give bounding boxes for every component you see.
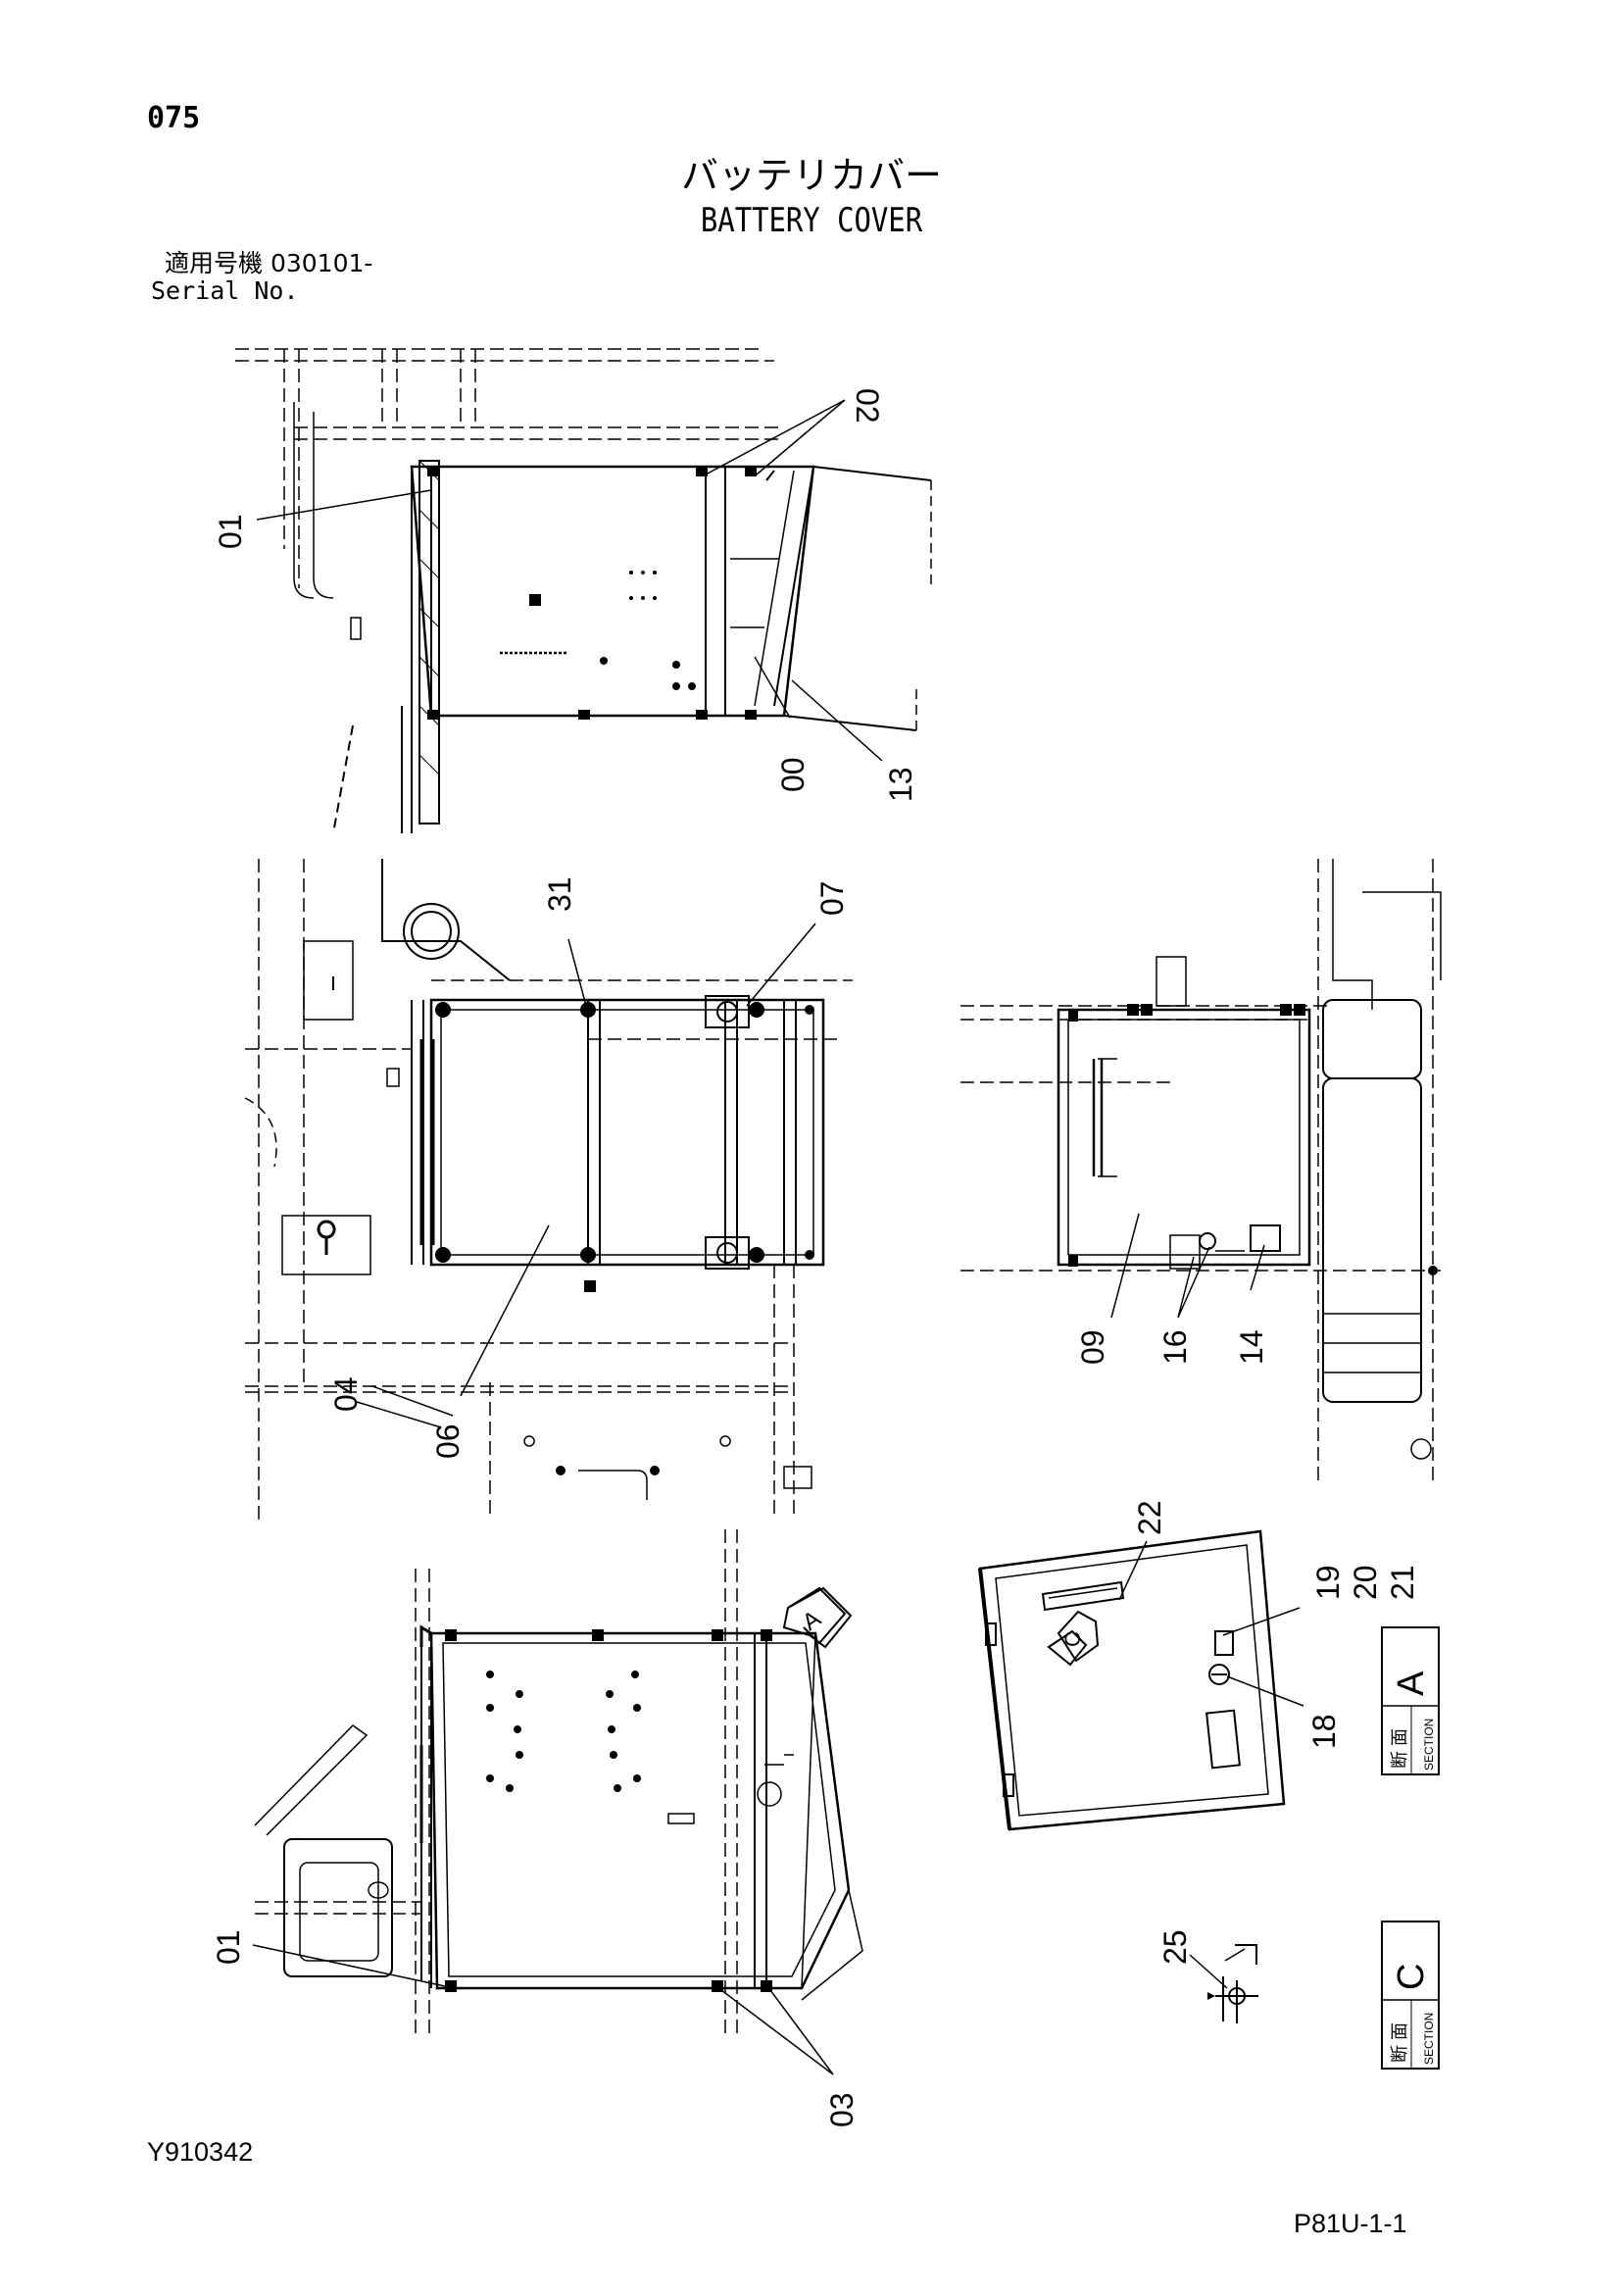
section-box-c-letter: C — [1391, 1964, 1432, 1990]
callout-labels: 02 01 00 13 31 07 06 09 16 14 04 01 03 2… — [211, 388, 1436, 2127]
callout-21: 21 — [1385, 1565, 1420, 1600]
section-arrow-a-label: A — [798, 1606, 826, 1636]
view-top — [235, 348, 932, 834]
callout-06: 06 — [430, 1423, 466, 1459]
callout-14: 14 — [1234, 1329, 1269, 1365]
serial-label-english: Serial No. — [151, 276, 299, 305]
view-bottom-left — [252, 1385, 863, 2075]
section-box-a-letter: A — [1391, 1671, 1432, 1696]
callout-00: 00 — [775, 757, 811, 792]
section-arrow-c-label: C — [1060, 1631, 1085, 1647]
callout-13: 13 — [883, 767, 918, 802]
view-middle-left — [244, 859, 853, 1520]
callout-07: 07 — [814, 880, 850, 916]
section-box-c-en: SECTION — [1422, 2013, 1436, 2065]
page-code: P81U-1-1 — [1294, 2209, 1407, 2238]
callout-25: 25 — [1157, 1929, 1193, 1965]
callout-01-top: 01 — [213, 514, 248, 549]
callout-19: 19 — [1310, 1565, 1346, 1600]
section-box-c-jp: 断 面 — [1390, 2022, 1409, 2063]
callout-22: 22 — [1132, 1500, 1167, 1535]
view-section-c — [1189, 1921, 1440, 2070]
page-number: 075 — [147, 101, 201, 135]
callout-01-bottom: 01 — [211, 1929, 246, 1965]
title-japanese: バッテリカバー — [680, 154, 942, 197]
section-box-a-jp: 断 面 — [1390, 1728, 1409, 1769]
callout-20: 20 — [1348, 1565, 1383, 1600]
document-code: Y910342 — [147, 2137, 254, 2167]
callout-03: 03 — [824, 2092, 860, 2127]
callout-18: 18 — [1306, 1714, 1342, 1749]
view-middle-right — [960, 859, 1442, 1480]
view-section-a — [978, 1529, 1440, 1831]
section-box-a-en: SECTION — [1422, 1719, 1436, 1771]
callout-31: 31 — [542, 876, 577, 912]
callout-04: 04 — [328, 1376, 364, 1412]
serial-label-japanese: 適用号機 030101- — [165, 249, 373, 277]
callout-02: 02 — [850, 388, 885, 424]
callout-09: 09 — [1075, 1329, 1110, 1365]
callout-16: 16 — [1157, 1329, 1193, 1365]
title-english: BATTERY COVER — [700, 201, 923, 240]
